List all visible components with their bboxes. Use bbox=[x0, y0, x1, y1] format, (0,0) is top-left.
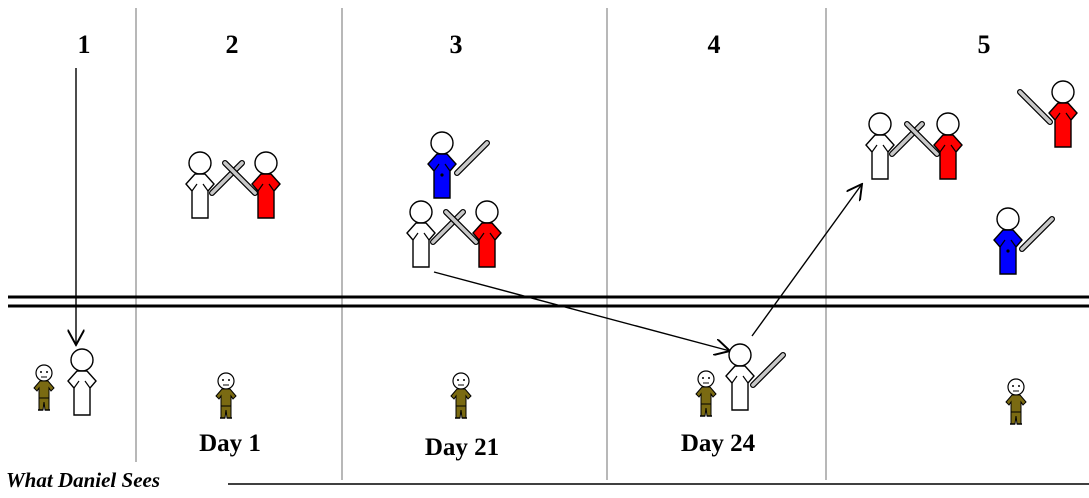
red-angel-figure bbox=[1048, 80, 1078, 148]
panel-dividers bbox=[135, 8, 827, 480]
blue-angel-figure bbox=[427, 131, 457, 199]
day-label-1: Day 1 bbox=[199, 430, 261, 457]
day-label-24: Day 24 bbox=[681, 430, 756, 457]
arrow-icon bbox=[433, 271, 730, 351]
panel-number-3: 3 bbox=[450, 30, 463, 59]
daniel-figure bbox=[450, 372, 472, 419]
daniel-figure bbox=[215, 372, 237, 419]
arrow-icon bbox=[751, 184, 862, 337]
sword-icon bbox=[1022, 219, 1052, 249]
red-angel-figure bbox=[933, 112, 963, 180]
white-angel-figure bbox=[865, 112, 895, 180]
white-angel-figure bbox=[725, 343, 755, 411]
white-angel-figure bbox=[406, 200, 436, 268]
white-angel-figure bbox=[185, 151, 215, 219]
daniel-figure bbox=[33, 364, 55, 411]
caption-what-daniel-sees: What Daniel Sees bbox=[6, 468, 160, 492]
blue-angel-figure bbox=[993, 207, 1023, 275]
sword-icon bbox=[457, 143, 487, 173]
daniel-figure bbox=[695, 370, 717, 417]
red-angel-figure bbox=[472, 200, 502, 268]
sword-icon bbox=[753, 355, 783, 385]
panel-number-1: 1 bbox=[78, 30, 91, 59]
panel-number-4: 4 bbox=[708, 30, 721, 59]
crossed-swords-icon bbox=[212, 163, 255, 193]
panel-number-5: 5 bbox=[978, 30, 991, 59]
realm-separator bbox=[8, 295, 1089, 308]
panel-number-2: 2 bbox=[226, 30, 239, 59]
red-angel-figure bbox=[251, 151, 281, 219]
crossed-swords-icon bbox=[433, 212, 476, 242]
sword-icon bbox=[1020, 92, 1050, 122]
white-angel-figure bbox=[67, 348, 97, 416]
daniel-figure bbox=[1005, 378, 1027, 425]
crossed-swords-icon bbox=[892, 124, 937, 154]
day-label-21: Day 21 bbox=[425, 434, 499, 461]
